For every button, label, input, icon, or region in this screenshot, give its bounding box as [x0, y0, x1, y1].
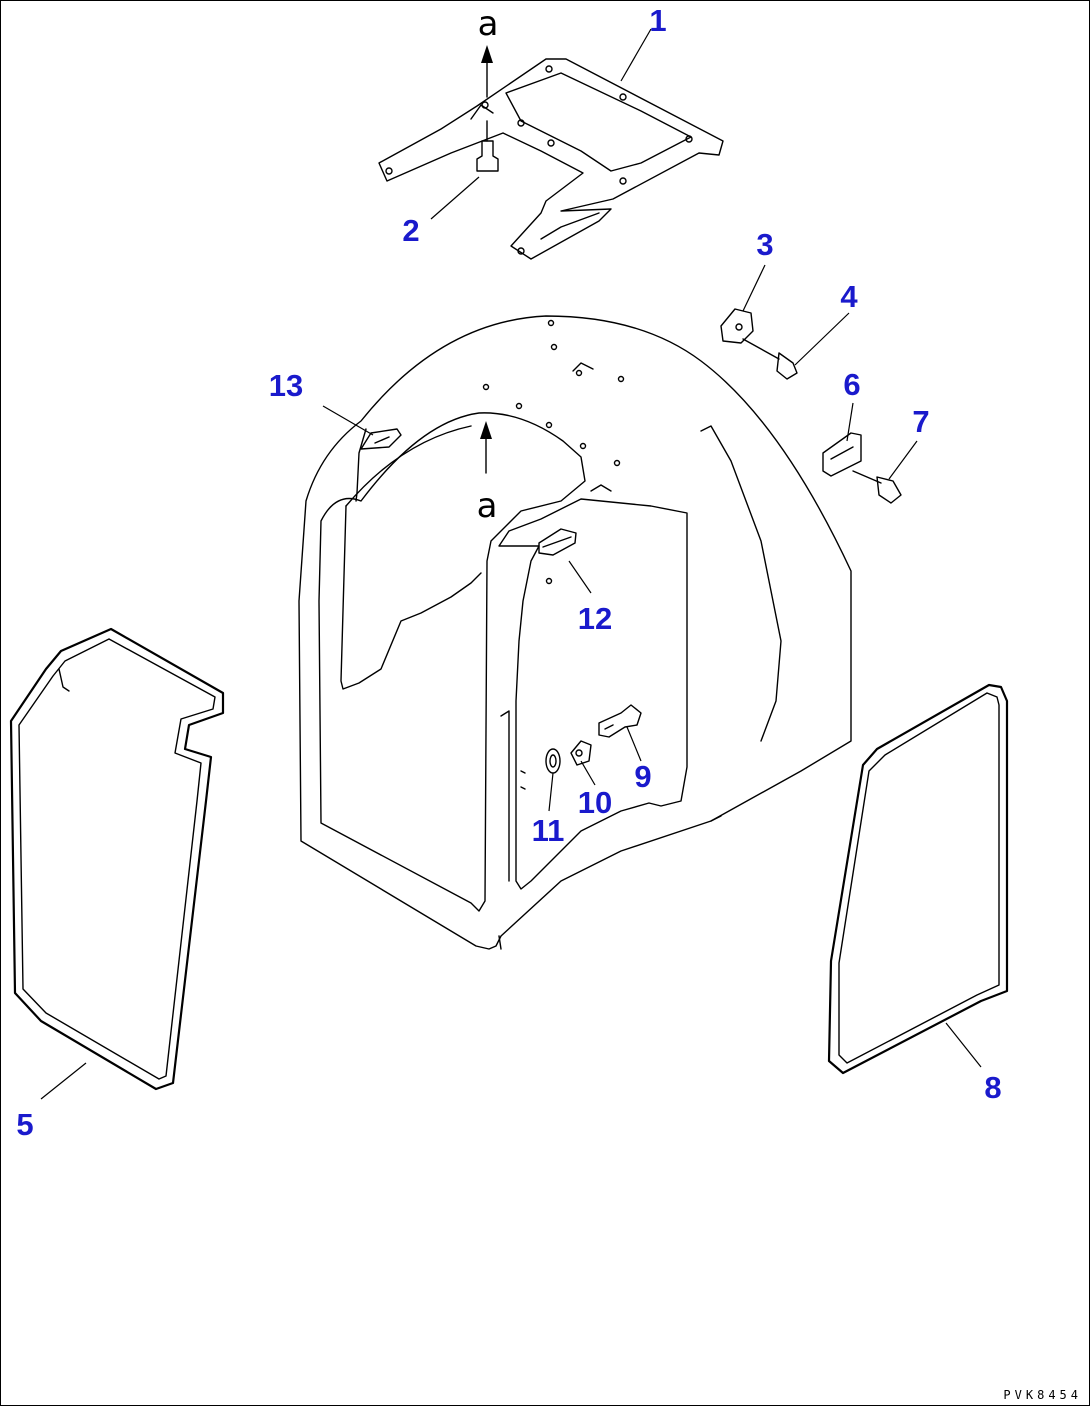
- part-10-plate: [570, 740, 592, 766]
- part-3-bracket: [720, 308, 754, 344]
- part-8-window-seal: [827, 683, 1009, 1075]
- callout-9: 9: [634, 759, 651, 794]
- drawing-code: PVK8454: [1003, 1388, 1082, 1402]
- callout-6: 6: [843, 367, 860, 402]
- part-5-window-seal: [9, 627, 225, 1091]
- lower-reference-arrow: a: [477, 421, 498, 526]
- callout-12: 12: [578, 601, 612, 636]
- callouts: 1 2 3 4 5 6 7 8 9 10 11 12 13: [16, 3, 1001, 1142]
- part-7-bolt: [852, 470, 902, 504]
- part-4-bolt: [742, 338, 798, 380]
- callout-7: 7: [912, 404, 929, 439]
- part-9-pin: [598, 704, 642, 738]
- callout-2: 2: [402, 213, 419, 248]
- lower-reference-mark: a: [477, 486, 498, 526]
- part-11-washer: [545, 748, 561, 774]
- callout-1: 1: [649, 3, 666, 38]
- part-1-roof-plate: [378, 58, 724, 260]
- callout-3: 3: [756, 227, 773, 262]
- part-2-bolt: [476, 120, 499, 172]
- cab-body: [298, 315, 852, 950]
- callout-13: 13: [269, 368, 303, 403]
- part-13-catch: [360, 428, 402, 450]
- callout-5: 5: [16, 1107, 33, 1142]
- upper-reference-arrow: a: [478, 4, 499, 98]
- callout-11: 11: [532, 813, 565, 848]
- callout-4: 4: [840, 279, 858, 314]
- leader-lines: [40, 28, 982, 1100]
- upper-reference-mark: a: [478, 4, 499, 44]
- part-12-handle: [538, 528, 577, 556]
- part-6-plate: [822, 432, 862, 477]
- callout-8: 8: [984, 1070, 1001, 1105]
- callout-10: 10: [578, 785, 612, 820]
